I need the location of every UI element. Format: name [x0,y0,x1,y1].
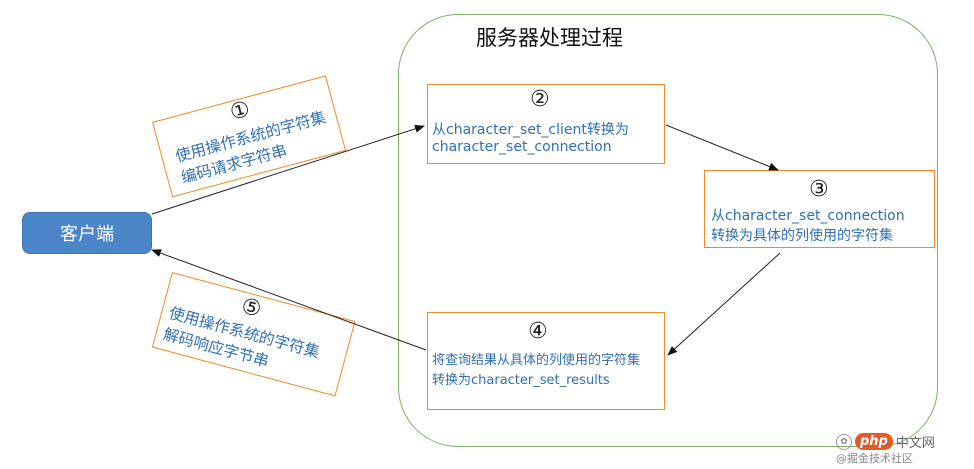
step-4-line-1: 将查询结果从具体的列使用的字符集 [432,353,641,368]
watermark-brand: php [855,433,893,450]
step-4-number: ④ [528,319,548,344]
arrow-client-to-step2 [151,124,425,215]
watermark: ✿ php 中文网 [836,432,935,451]
step-3-line-2: 转换为具体的列使用的字符集 [711,228,893,244]
step-2-box: ② 从character_set_client转换为 character_set… [427,84,665,164]
step-4-box: ④ 将查询结果从具体的列使用的字符集 转换为character_set_resu… [427,312,665,410]
step-3-number: ③ [809,177,829,202]
step-2-number: ② [530,87,550,112]
server-title: 服务器处理过程 [476,26,623,50]
arrow-step2-to-step3 [665,124,779,171]
step-3-line-1: 从character_set_connection [711,208,905,224]
watermark-site: @掘金技术社区 [836,452,913,465]
arrow-step3-to-step4 [667,252,781,356]
client-node: 客户端 [22,212,152,254]
arrow-step4-to-client [151,249,427,351]
step-2-line-1: 从character_set_client转换为 [432,122,629,138]
step-3-box: ③ 从character_set_connection 转换为具体的列使用的字符… [704,170,935,248]
step-2-line-2: character_set_connection [432,139,612,155]
paw-icon: ✿ [836,433,852,450]
watermark-text: 中文网 [895,436,935,451]
step-4-line-2: 转换为character_set_results [432,373,610,388]
server-process-container [398,14,938,447]
